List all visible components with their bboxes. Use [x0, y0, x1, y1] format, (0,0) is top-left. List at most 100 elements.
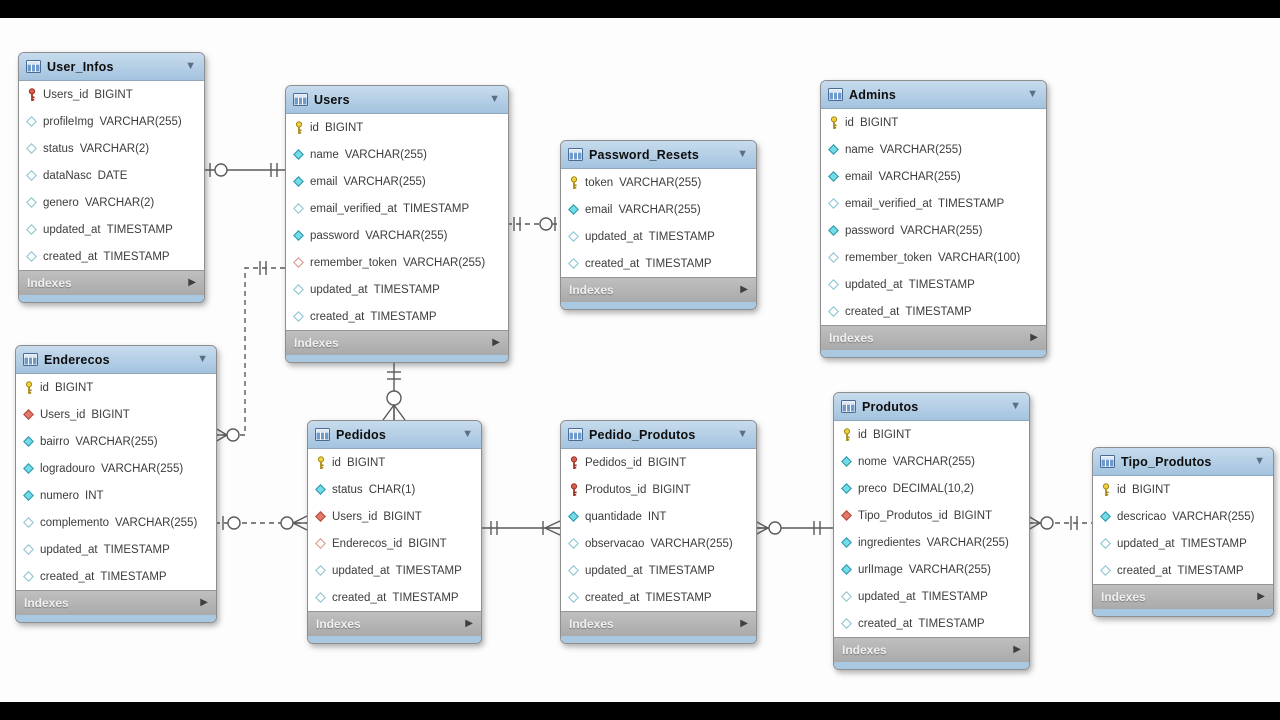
expand-arrow-icon[interactable]: ▶ [740, 284, 748, 295]
table-header[interactable]: Tipo_Produtos▼ [1093, 448, 1273, 476]
chevron-down-icon[interactable]: ▼ [462, 428, 473, 440]
relationship-users-password_resets[interactable] [507, 217, 560, 231]
relationship-users-pedidos[interactable] [382, 359, 406, 421]
indexes-bar[interactable]: Indexes▶ [561, 277, 756, 302]
expand-arrow-icon[interactable]: ▶ [1013, 644, 1021, 655]
table-header[interactable]: Admins▼ [821, 81, 1046, 109]
expand-arrow-icon[interactable]: ▶ [200, 597, 208, 608]
indexes-bar[interactable]: Indexes▶ [834, 637, 1029, 662]
table-header[interactable]: Produtos▼ [834, 393, 1029, 421]
table-header[interactable]: Pedido_Produtos▼ [561, 421, 756, 449]
table-header[interactable]: Users▼ [286, 86, 508, 114]
expand-arrow-icon[interactable]: ▶ [465, 618, 473, 629]
indexes-bar[interactable]: Indexes▶ [1093, 584, 1273, 609]
chevron-down-icon[interactable]: ▼ [489, 93, 500, 105]
table-header[interactable]: Enderecos▼ [16, 346, 216, 374]
indexes-bar[interactable]: Indexes▶ [561, 611, 756, 636]
relationship-enderecos-pedidos[interactable] [215, 515, 308, 531]
table-header[interactable]: User_Infos▼ [19, 53, 204, 81]
expand-arrow-icon[interactable]: ▶ [188, 277, 196, 288]
indexes-bar[interactable]: Indexes▶ [16, 590, 216, 615]
chevron-down-icon[interactable]: ▼ [1254, 455, 1265, 467]
chevron-down-icon[interactable]: ▼ [185, 60, 196, 72]
chevron-down-icon[interactable]: ▼ [1010, 400, 1021, 412]
indexes-bar[interactable]: Indexes▶ [821, 325, 1046, 350]
relationship-users-enderecos[interactable] [214, 261, 285, 443]
indexes-bar[interactable]: Indexes▶ [19, 270, 204, 295]
expand-arrow-icon[interactable]: ▶ [1257, 591, 1265, 602]
relationship-pedidos-pedido_produtos[interactable] [480, 520, 561, 536]
table-header[interactable]: Password_Resets▼ [561, 141, 756, 169]
relationship-users-user_infos[interactable] [203, 163, 285, 177]
chevron-down-icon[interactable]: ▼ [737, 428, 748, 440]
relationship-tipo_produtos-produtos[interactable] [1027, 515, 1092, 531]
chevron-down-icon[interactable]: ▼ [197, 353, 208, 365]
expand-arrow-icon[interactable]: ▶ [492, 337, 500, 348]
indexes-bar[interactable]: Indexes▶ [308, 611, 481, 636]
table-header[interactable]: Pedidos▼ [308, 421, 481, 449]
chevron-down-icon[interactable]: ▼ [1027, 88, 1038, 100]
expand-arrow-icon[interactable]: ▶ [1030, 332, 1038, 343]
relationship-produtos-pedido_produtos[interactable] [754, 520, 833, 536]
expand-arrow-icon[interactable]: ▶ [740, 618, 748, 629]
chevron-down-icon[interactable]: ▼ [737, 148, 748, 160]
